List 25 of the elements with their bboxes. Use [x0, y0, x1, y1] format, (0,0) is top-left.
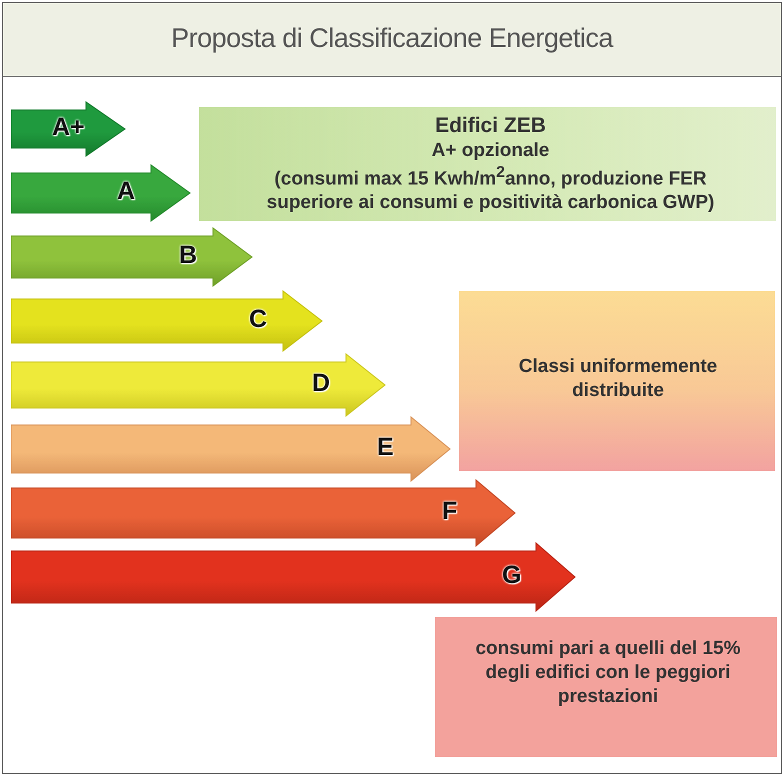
rating-bar	[11, 290, 323, 352]
rating-bar	[11, 227, 253, 287]
panel-heading: Edifici ZEB	[434, 113, 547, 139]
rating-bar	[11, 542, 576, 612]
class-letter: F	[442, 499, 458, 524]
panel-text: (consumi max 15 Kwh/m$^{2}$anno, produzione FER superiore ai consumi e positività carbonica GWP)	[266, 163, 716, 215]
info-panel	[435, 617, 777, 757]
info-panel	[459, 291, 775, 471]
class-letter: B	[179, 243, 198, 268]
diagram-title: Proposta di Classificazione Energetica	[170, 23, 614, 54]
class-letter: D	[312, 371, 330, 396]
panel-text: Classi uniformemente distribuite	[518, 355, 718, 402]
rating-bar	[11, 353, 386, 417]
info-panel	[199, 107, 776, 221]
class-letter: E	[377, 435, 394, 460]
rating-bar	[11, 416, 451, 482]
class-letter: A+	[52, 115, 85, 140]
class-letter: G	[502, 563, 522, 588]
rating-bar	[11, 479, 516, 547]
class-letter: C	[249, 307, 268, 332]
panel-text: A+ opzionale	[430, 139, 550, 163]
rating-bar	[11, 164, 191, 222]
rating-bar	[11, 101, 126, 157]
class-letter: A	[117, 179, 136, 204]
panel-text: consumi pari a quelli del 15% degli edifici con le peggiori prestazioni	[474, 637, 742, 708]
